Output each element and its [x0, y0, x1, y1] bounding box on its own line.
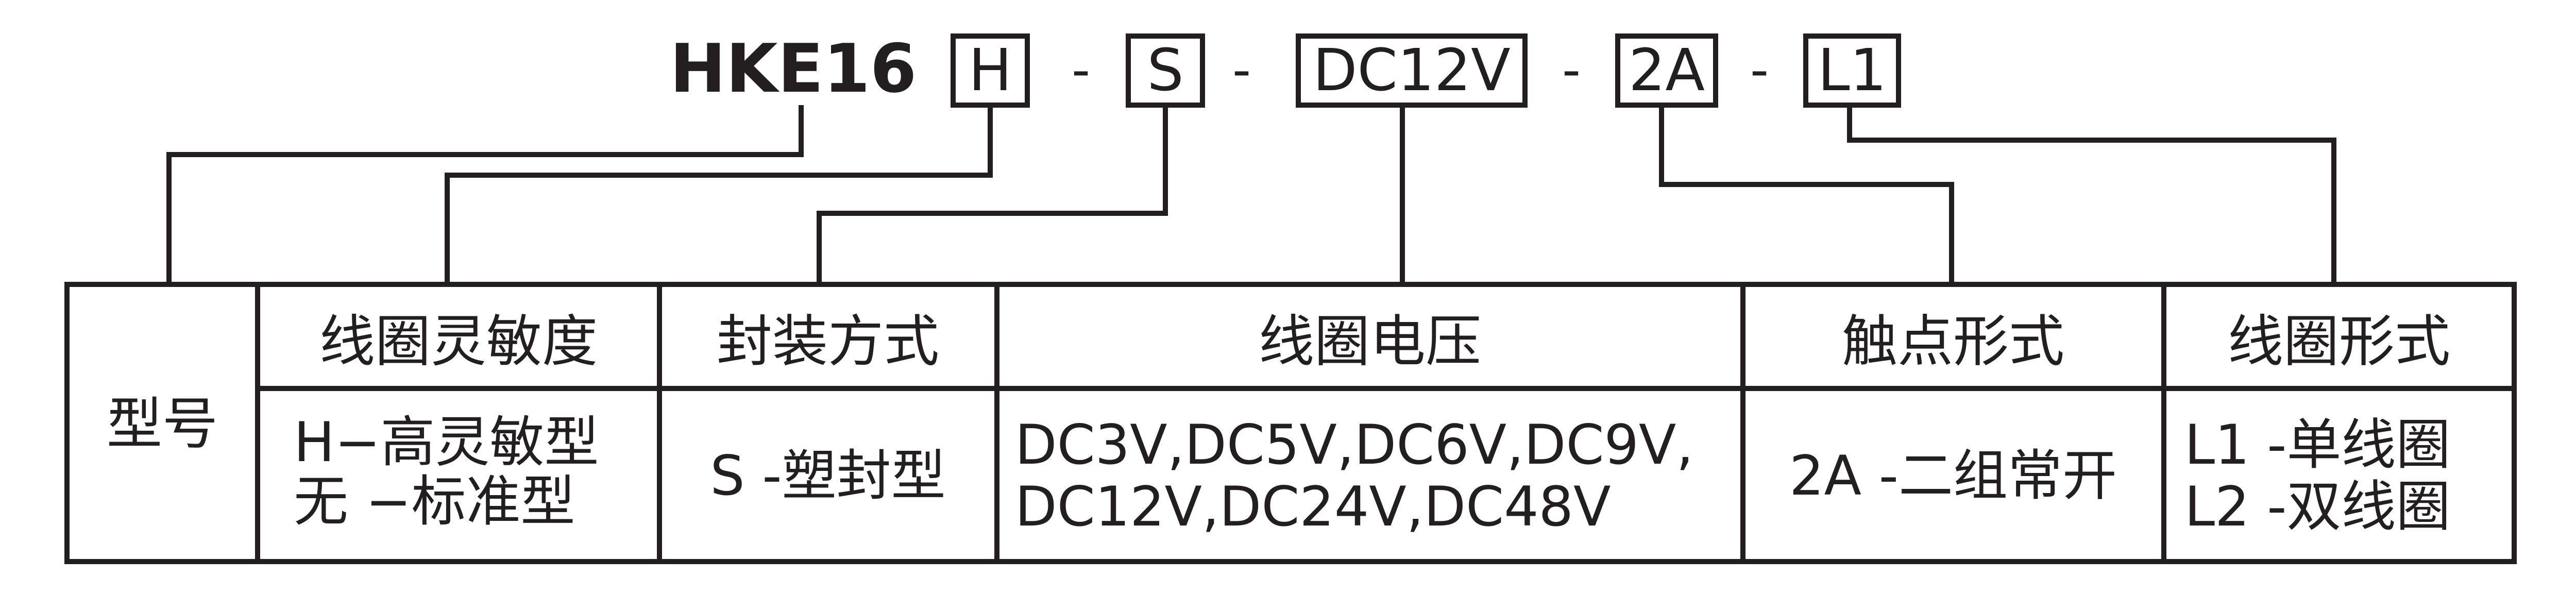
separator-2: - — [1232, 40, 1251, 100]
separator-4: - — [1750, 40, 1769, 100]
code-box-voltage — [1296, 33, 1528, 108]
cell-voltage-line-1: DC3V,DC5V,DC6V,DC9V, — [1015, 413, 1693, 477]
header-coil-sensitivity: 线圈灵敏度 — [319, 310, 598, 374]
connector-package — [817, 105, 1168, 284]
code-contact: 2A — [1629, 37, 1705, 104]
spec-table — [64, 282, 2517, 564]
header-contact-form: 触点形式 — [1842, 310, 2064, 374]
cell-package: S -塑封型 — [710, 444, 945, 507]
connector-model — [166, 105, 804, 284]
code-coil: L1 — [1818, 37, 1887, 104]
cell-voltage-line-2: DC12V,DC24V,DC48V — [1015, 475, 1611, 538]
connector-coil — [1847, 105, 2336, 284]
code-h: H — [969, 37, 1012, 104]
header-coil-voltage: 线圈电压 — [1259, 310, 1481, 374]
header-package: 封装方式 — [717, 310, 939, 374]
separator-3: - — [1562, 40, 1581, 100]
row-label-model: 型号 — [107, 392, 218, 456]
code-box-contact — [1615, 33, 1718, 108]
code-s: S — [1147, 37, 1183, 104]
cell-coil-line-1: L1 -单线圈 — [2184, 413, 2450, 477]
connector-contact — [1659, 105, 1954, 284]
cell-contact: 2A -二组常开 — [1789, 444, 2117, 507]
connector-sensitivity — [445, 105, 993, 284]
code-voltage: DC12V — [1313, 37, 1511, 104]
separator-1: - — [1072, 40, 1090, 100]
cell-coil-line-2: L2 -双线圈 — [2184, 475, 2450, 538]
header-coil-form: 线圈形式 — [2228, 310, 2450, 374]
model-name: HKE16 — [670, 29, 917, 108]
cell-sensitivity-line-1: H−高灵敏型 — [294, 411, 599, 474]
cell-sensitivity-line-2: 无 −标准型 — [294, 470, 575, 533]
